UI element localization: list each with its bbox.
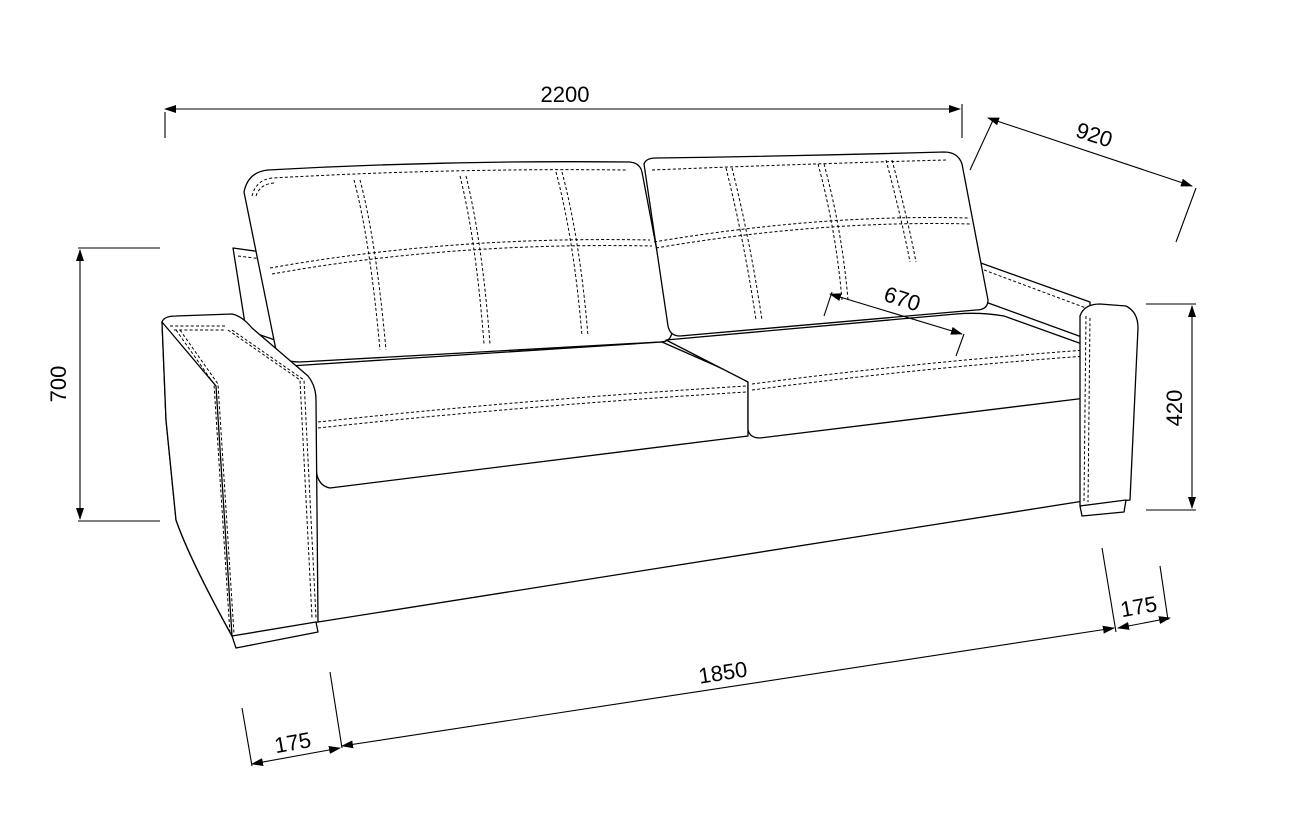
left-armrest [161, 313, 319, 649]
dimension-armrest-right-width: 175 [1101, 547, 1171, 633]
dimension-label-armrest-left-width: 175 [272, 727, 313, 758]
sofa-drawing [161, 151, 1139, 649]
dimension-total-width: 2200 [164, 82, 963, 138]
left-back-cushion [243, 161, 673, 363]
dimension-label-total-width: 2200 [541, 82, 590, 107]
dimension-seat-width: 1850 [329, 625, 1115, 749]
right-back-cushion [643, 151, 989, 337]
dimension-label-total-height: 700 [46, 366, 71, 403]
right-armrest [1079, 303, 1139, 517]
dimension-label-seat-width: 1850 [697, 657, 749, 689]
dimension-label-armrest-right-width: 175 [1118, 591, 1159, 622]
dimension-label-armrest-height: 420 [1162, 390, 1187, 427]
dimension-armrest-left-width: 175 [241, 707, 341, 767]
dimension-label-depth: 920 [1073, 117, 1116, 152]
dimension-total-height: 700 [46, 247, 160, 522]
dimension-depth: 920 [969, 117, 1197, 243]
dimension-armrest-height: 420 [1146, 303, 1196, 511]
